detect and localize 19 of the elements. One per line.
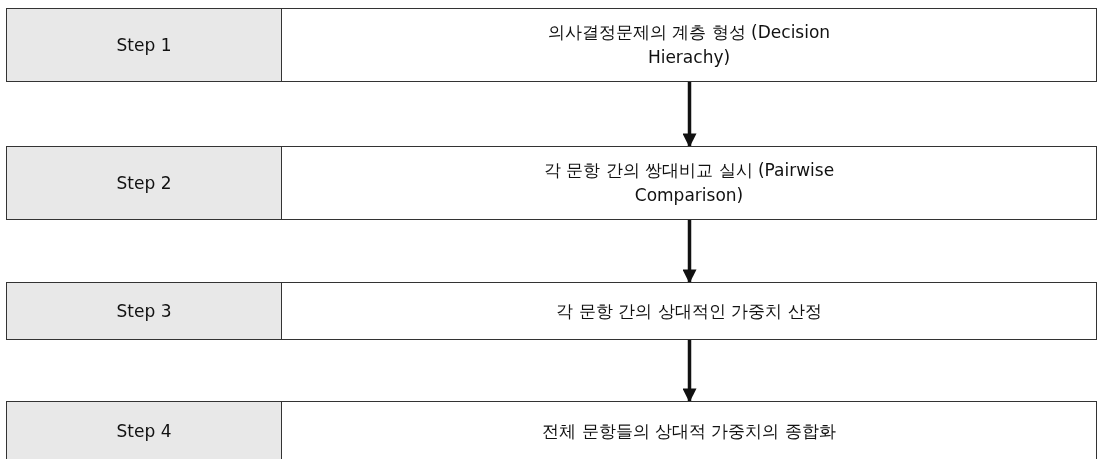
step-description: 각 문항 간의 상대적인 가중치 산정 <box>556 299 822 323</box>
process-box <box>282 8 1097 82</box>
arrow <box>682 220 697 284</box>
step-label: Step 1 <box>116 33 172 57</box>
step-label: Step 2 <box>116 171 172 195</box>
process-box <box>282 282 1097 340</box>
step-box <box>6 282 282 340</box>
step-box <box>6 8 282 82</box>
step-description: 전체 문항들의 상대적 가중치의 종합화 <box>542 419 836 443</box>
step-box <box>6 401 282 459</box>
step-box <box>6 146 282 220</box>
process-box <box>282 146 1097 220</box>
step-label: Step 4 <box>116 419 172 443</box>
process-box <box>282 401 1097 459</box>
step-label: Step 3 <box>116 299 172 323</box>
step-description: 의사결정문제의 계층 형성 (Decision Hierachy) <box>546 21 832 69</box>
step-description: 각 문항 간의 쌍대비교 실시 (Pairwise Comparison) <box>542 159 836 207</box>
arrow <box>682 340 697 403</box>
arrow <box>682 82 697 148</box>
